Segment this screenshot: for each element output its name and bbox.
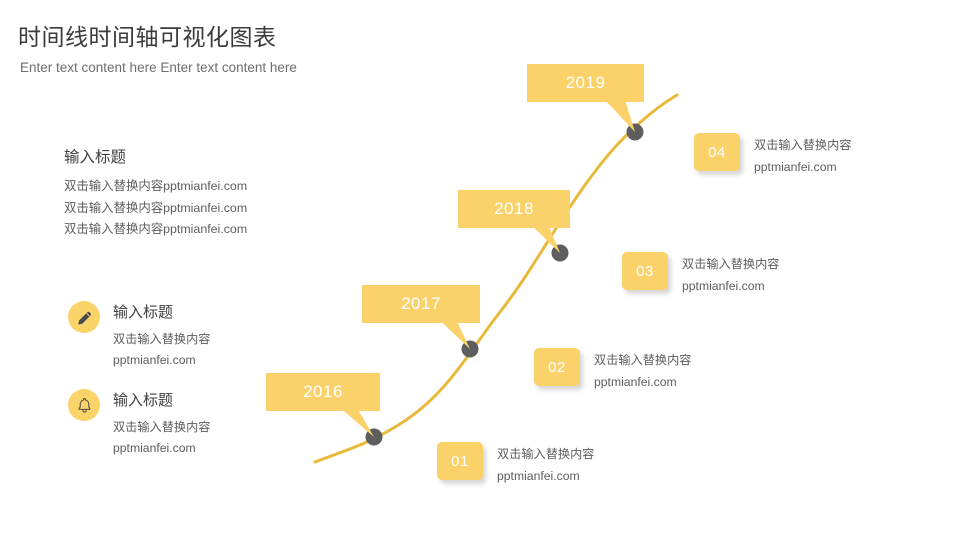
- year-bubble-2017[interactable]: 2017: [362, 285, 480, 323]
- timeline-dot-2017: [461, 340, 479, 358]
- pencil-icon: [68, 301, 100, 333]
- number-label: 03: [636, 262, 654, 280]
- number-item-line: 双击输入替换内容: [594, 353, 692, 367]
- left-block-line: 双击输入替换内容pptmianfei.com: [64, 179, 248, 193]
- number-item-text: 双击输入替换内容 pptmianfei.com: [682, 252, 780, 297]
- icon-item-line: 双击输入替换内容: [113, 420, 211, 434]
- number-item-text: 双击输入替换内容 pptmianfei.com: [754, 133, 852, 178]
- bell-icon: [68, 389, 100, 421]
- number-card: 01: [437, 442, 483, 480]
- year-label: 2019: [565, 73, 606, 92]
- icon-item-title: 输入标题: [113, 304, 174, 321]
- number-item-line: pptmianfei.com: [754, 160, 837, 174]
- icon-item-title: 输入标题: [113, 392, 174, 409]
- number-label: 02: [548, 358, 566, 376]
- icon-item-line: 双击输入替换内容: [113, 332, 211, 346]
- left-block-title: 输入标题: [64, 149, 127, 166]
- number-label: 01: [451, 452, 469, 470]
- icon-item-text: 输入标题 双击输入替换内容 pptmianfei.com: [113, 388, 211, 459]
- page-title: 时间线时间轴可视化图表: [18, 24, 277, 50]
- number-item-line: 双击输入替换内容: [497, 447, 595, 461]
- year-label: 2018: [494, 199, 534, 218]
- timeline-dot-2019: [626, 123, 644, 141]
- number-item-04[interactable]: 04 双击输入替换内容 pptmianfei.com: [694, 133, 852, 178]
- year-bubble-2018[interactable]: 2018: [458, 190, 570, 228]
- year-label: 2017: [401, 294, 441, 313]
- number-card: 02: [534, 348, 580, 386]
- icon-item-line: pptmianfei.com: [113, 441, 196, 455]
- icon-item-bell[interactable]: 输入标题 双击输入替换内容 pptmianfei.com: [68, 388, 328, 459]
- number-card: 03: [622, 252, 668, 290]
- number-item-text: 双击输入替换内容 pptmianfei.com: [497, 442, 595, 487]
- number-item-line: 双击输入替换内容: [682, 257, 780, 271]
- number-card: 04: [694, 133, 740, 171]
- page-subtitle: Enter text content here Enter text conte…: [20, 60, 297, 75]
- icon-item-line: pptmianfei.com: [113, 353, 196, 367]
- bubble-tail-2019: [605, 100, 635, 132]
- number-item-02[interactable]: 02 双击输入替换内容 pptmianfei.com: [534, 348, 692, 393]
- year-bubble-2019[interactable]: 2019: [527, 64, 644, 102]
- left-block-line: 双击输入替换内容pptmianfei.com: [64, 200, 248, 215]
- header: 时间线时间轴可视化图表 Enter text content here Ente…: [18, 22, 618, 78]
- left-block-line: 双击输入替换内容pptmianfei.com: [64, 222, 248, 236]
- number-item-line: 双击输入替换内容: [754, 138, 852, 152]
- year-bubble-2016[interactable]: 2016: [266, 373, 380, 411]
- left-text-block: 输入标题 双击输入替换内容pptmianfei.com 双击输入替换内容pptm…: [64, 145, 334, 241]
- year-label: 2016: [303, 382, 343, 401]
- number-item-03[interactable]: 03 双击输入替换内容 pptmianfei.com: [622, 252, 780, 297]
- number-label: 04: [708, 143, 726, 161]
- number-item-line: pptmianfei.com: [594, 375, 677, 389]
- number-item-text: 双击输入替换内容 pptmianfei.com: [594, 348, 692, 393]
- icon-item-pencil[interactable]: 输入标题 双击输入替换内容 pptmianfei.com: [68, 300, 328, 371]
- number-item-01[interactable]: 01 双击输入替换内容 pptmianfei.com: [437, 442, 595, 487]
- timeline-dot-2016: [365, 428, 383, 446]
- icon-item-text: 输入标题 双击输入替换内容 pptmianfei.com: [113, 300, 211, 371]
- timeline-dot-2018: [551, 244, 569, 262]
- number-item-line: pptmianfei.com: [497, 469, 580, 483]
- number-item-line: pptmianfei.com: [682, 279, 765, 293]
